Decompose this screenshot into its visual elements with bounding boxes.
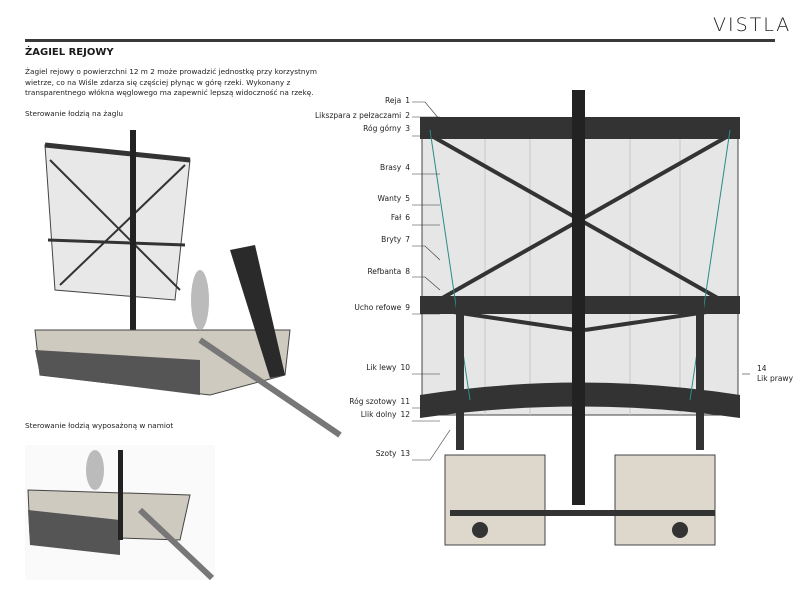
leader-lines xyxy=(412,101,750,461)
tent-boat-render xyxy=(25,445,215,581)
logo: VISTLA xyxy=(713,14,792,36)
description: Żagiel rejowy o powierzchni 12 m 2 może … xyxy=(25,67,317,97)
caption-sail: Sterowanie łodzią na żaglu xyxy=(25,109,124,118)
page-title: ŻAGIEL REJOWY xyxy=(25,47,114,58)
caption-tent: Sterowanie łodzią wyposażoną w namiot xyxy=(25,421,174,430)
sail-boat-render xyxy=(34,130,342,438)
header-rule xyxy=(25,39,775,42)
sail-front-view xyxy=(420,90,740,546)
